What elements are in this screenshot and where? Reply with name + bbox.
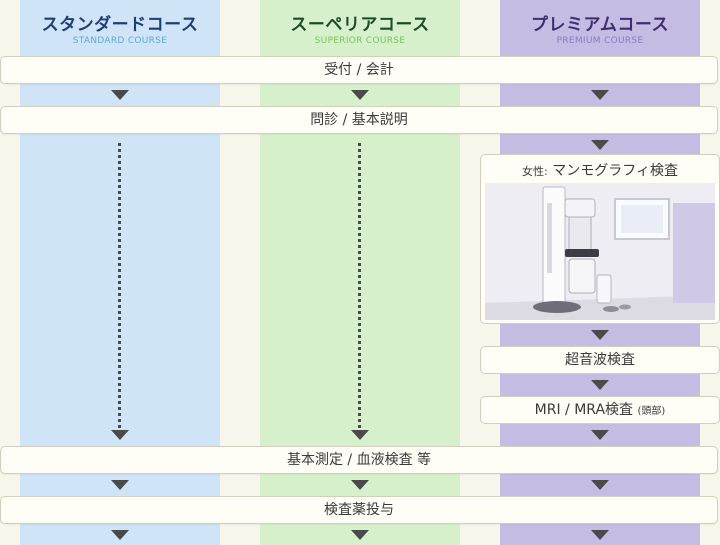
- down-arrow-icon: [591, 430, 609, 440]
- down-arrow-icon: [591, 90, 609, 100]
- mammography-prefix: 女性:: [522, 165, 548, 178]
- premium-ultrasound-box: 超音波検査: [480, 346, 720, 374]
- down-arrow-icon: [591, 480, 609, 490]
- down-arrow-icon: [591, 330, 609, 340]
- premium-course-title: プレミアムコース: [531, 15, 669, 35]
- standard-course-subtitle: STANDARD COURSE: [72, 36, 168, 46]
- step-basic-tests: 基本測定 / 血液検査 等: [0, 446, 718, 474]
- standard-course-header: スタンダードコース STANDARD COURSE: [20, 0, 220, 56]
- down-arrow-icon: [351, 480, 369, 490]
- superior-course-subtitle: SUPERIOR COURSE: [314, 36, 406, 46]
- step-reception: 受付 / 会計: [0, 56, 718, 84]
- down-arrow-icon: [591, 530, 609, 540]
- premium-course-header: プレミアムコース PREMIUM COURSE: [500, 0, 700, 56]
- down-arrow-icon: [111, 480, 129, 490]
- down-arrow-icon: [351, 90, 369, 100]
- down-arrow-icon: [351, 530, 369, 540]
- mammography-label: マンモグラフィ検査: [552, 163, 678, 179]
- premium-course-subtitle: PREMIUM COURSE: [556, 36, 644, 46]
- mri-note: (頭部): [637, 406, 666, 417]
- down-arrow-icon: [591, 140, 609, 150]
- superior-course-header: スーペリアコース SUPERIOR COURSE: [260, 0, 460, 56]
- step-drug-administration: 検査薬投与: [0, 496, 718, 524]
- mri-label: MRI / MRA検査: [534, 402, 634, 418]
- down-arrow-icon: [351, 430, 369, 440]
- down-arrow-icon: [591, 380, 609, 390]
- down-arrow-icon: [111, 90, 129, 100]
- standard-skip-connector: [118, 143, 121, 428]
- superior-course-title: スーペリアコース: [290, 15, 430, 35]
- step-consultation: 問診 / 基本説明: [0, 106, 718, 134]
- down-arrow-icon: [111, 430, 129, 440]
- ultrasound-label: 超音波検査: [565, 352, 635, 368]
- standard-course-title: スタンダードコース: [41, 15, 199, 35]
- superior-skip-connector: [358, 143, 361, 428]
- mammography-machine-photo: [485, 183, 715, 320]
- premium-mri-box: MRI / MRA検査 (頭部): [480, 396, 720, 424]
- down-arrow-icon: [111, 530, 129, 540]
- premium-mammography-box: 女性: マンモグラフィ検査: [480, 154, 720, 324]
